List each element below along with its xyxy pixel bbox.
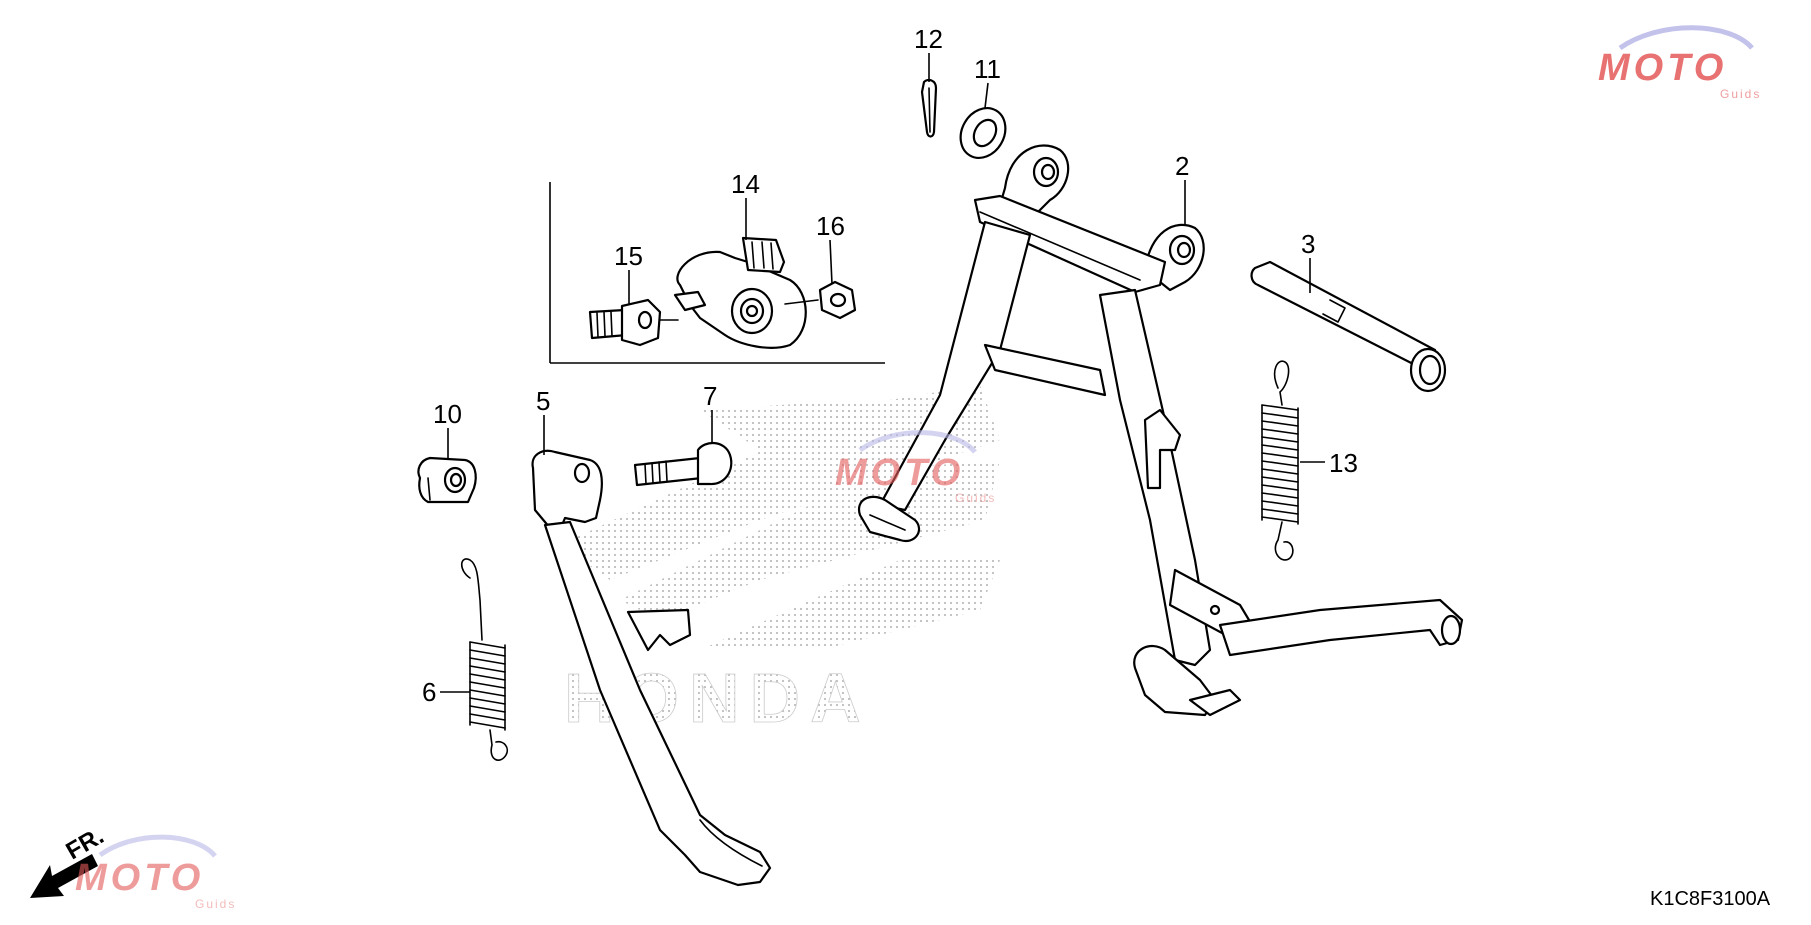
main-stand-part [857, 144, 1464, 717]
callout-3: 3 [1301, 229, 1315, 259]
callout-5: 5 [536, 386, 550, 416]
callout-2: 2 [1175, 151, 1189, 181]
cotter-pin-part [920, 78, 938, 138]
watermark-center: MOTO Guids [835, 430, 996, 505]
callout-16: 16 [816, 211, 845, 241]
front-arrow-icon [30, 854, 98, 898]
drawing-code: K1C8F3100A [1650, 888, 1771, 910]
watermark-swoosh-icon [98, 834, 217, 858]
callout-13: 13 [1329, 448, 1358, 478]
pivot-pipe-part [1250, 260, 1447, 393]
callout-6: 6 [422, 677, 436, 707]
callout-15: 15 [614, 241, 643, 271]
watermark-logo-text: MOTO [1598, 47, 1727, 89]
switch-bolt-part [588, 298, 679, 347]
callout-12: 12 [914, 24, 943, 54]
lock-nut-part [417, 456, 477, 504]
callout-labels: 2 3 5 6 7 10 11 12 13 14 15 16 [422, 24, 1358, 707]
watermark-logo-text: MOTO [835, 452, 964, 494]
side-stand-spring-part [460, 558, 509, 761]
washer-part [959, 107, 1007, 159]
main-stand-spring-part [1261, 360, 1299, 561]
callout-11: 11 [974, 54, 1001, 84]
side-stand-part [531, 449, 772, 887]
watermark-logo-text: MOTO [75, 857, 204, 899]
watermark-swoosh-icon [858, 430, 977, 454]
watermark-swoosh-icon [1618, 25, 1754, 51]
pivot-bolt-part [633, 442, 733, 487]
watermark-bottom-left: MOTO Guids [75, 834, 236, 911]
leader-lines [440, 53, 1325, 693]
watermark-tagline: Guids [195, 897, 236, 911]
watermark-top-right: MOTO Guids [1598, 25, 1761, 101]
callout-10: 10 [433, 399, 462, 429]
watermark-tagline: Guids [955, 491, 996, 505]
inset-box [549, 182, 885, 364]
flange-bolt-part [784, 280, 857, 320]
watermark-tagline: Guids [1720, 87, 1761, 101]
callout-7: 7 [703, 381, 717, 411]
side-stand-switch-part [673, 236, 807, 349]
callout-14: 14 [731, 169, 760, 199]
